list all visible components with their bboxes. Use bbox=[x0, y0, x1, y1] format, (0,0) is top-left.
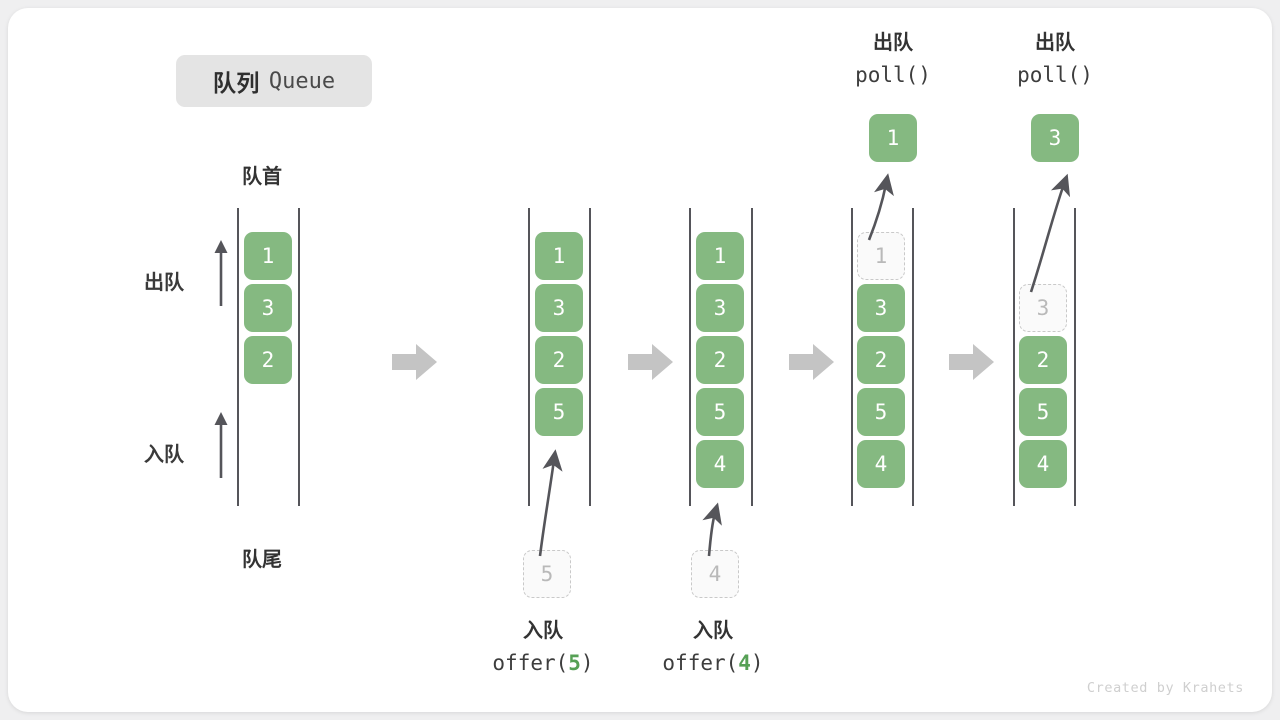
operation-code-arg: 4 bbox=[738, 651, 751, 675]
queue-cell: 5 bbox=[535, 388, 583, 436]
operation-code-close: ) bbox=[580, 651, 594, 675]
operation-code-fn: poll( bbox=[1017, 63, 1081, 87]
operation-code: offer(5) bbox=[463, 647, 623, 680]
queue-cell: 5 bbox=[696, 388, 744, 436]
title-chinese: 队列 bbox=[212, 70, 260, 96]
rail-left bbox=[237, 208, 239, 506]
queue-cell: 5 bbox=[857, 388, 905, 436]
poll-3-motion-arrow bbox=[1029, 173, 1071, 293]
operation-label-cn: 出队 bbox=[1035, 32, 1075, 54]
enqueue-direction-label: 入队 bbox=[144, 444, 184, 466]
operation-code-close: ) bbox=[1080, 63, 1093, 87]
title-badge: 队列 Queue bbox=[176, 55, 372, 107]
operation-code-arg: 5 bbox=[568, 651, 581, 675]
operation-code-fn: offer( bbox=[662, 651, 739, 675]
popped-cell: 1 bbox=[869, 114, 917, 162]
queue-cell: 3 bbox=[696, 284, 744, 332]
rail-right bbox=[751, 208, 753, 506]
queue-cell: 4 bbox=[1019, 440, 1067, 488]
queue-cell: 2 bbox=[535, 336, 583, 384]
operation-code-close: ) bbox=[750, 651, 764, 675]
stage-transition-arrow-icon bbox=[392, 344, 437, 380]
operation-code-fn: poll( bbox=[855, 63, 919, 87]
queue-cell: 2 bbox=[696, 336, 744, 384]
rail-right bbox=[298, 208, 300, 506]
dequeue-up-arrow-icon bbox=[214, 240, 228, 306]
queue-cell: 1 bbox=[535, 232, 583, 280]
operation-code: poll() bbox=[975, 59, 1135, 92]
watermark: Created by Krahets bbox=[1086, 680, 1244, 696]
operation-caption-offer-5: 入队 offer(5) bbox=[463, 616, 623, 680]
dequeue-direction-label: 出队 bbox=[144, 272, 184, 294]
queue-cell-removed: 1 bbox=[857, 232, 905, 280]
queue-cell: 3 bbox=[857, 284, 905, 332]
queue-cell: 4 bbox=[696, 440, 744, 488]
queue-cell: 2 bbox=[244, 336, 292, 384]
queue-cell: 3 bbox=[244, 284, 292, 332]
incoming-ghost-cell: 5 bbox=[523, 550, 571, 598]
stage-transition-arrow-icon bbox=[949, 344, 994, 380]
queue-head-label: 队首 bbox=[242, 166, 282, 188]
queue-cell: 1 bbox=[696, 232, 744, 280]
offer-5-motion-arrow bbox=[538, 449, 563, 557]
queue-cell: 2 bbox=[857, 336, 905, 384]
operation-caption-poll-3: 出队 poll() bbox=[975, 28, 1135, 92]
operation-code-fn: offer( bbox=[492, 651, 569, 675]
operation-code: offer(4) bbox=[633, 647, 793, 680]
rail-left bbox=[689, 208, 691, 506]
operation-label-cn: 入队 bbox=[523, 620, 563, 642]
queue-cell-removed: 3 bbox=[1019, 284, 1067, 332]
rail-right bbox=[1074, 208, 1076, 506]
incoming-ghost-cell: 4 bbox=[691, 550, 739, 598]
stage-transition-arrow-icon bbox=[789, 344, 834, 380]
operation-caption-poll-1: 出队 poll() bbox=[813, 28, 973, 92]
operation-label-cn: 入队 bbox=[693, 620, 733, 642]
rail-left bbox=[528, 208, 530, 506]
rail-left bbox=[1013, 208, 1015, 506]
title-english: Queue bbox=[268, 68, 336, 94]
stage-transition-arrow-icon bbox=[628, 344, 673, 380]
queue-cell: 1 bbox=[244, 232, 292, 280]
operation-label-cn: 出队 bbox=[873, 32, 913, 54]
queue-cell: 4 bbox=[857, 440, 905, 488]
queue-cell: 2 bbox=[1019, 336, 1067, 384]
queue-tail-label: 队尾 bbox=[242, 549, 282, 571]
rail-left bbox=[851, 208, 853, 506]
operation-code-close: ) bbox=[918, 63, 931, 87]
operation-caption-offer-4: 入队 offer(4) bbox=[633, 616, 793, 680]
rail-right bbox=[589, 208, 591, 506]
enqueue-up-arrow-icon bbox=[214, 412, 228, 478]
queue-cell: 3 bbox=[535, 284, 583, 332]
operation-code: poll() bbox=[813, 59, 973, 92]
popped-cell: 3 bbox=[1031, 114, 1079, 162]
diagram-card: 队列 Queue 队首 队尾 出队 入队 1 3 2 bbox=[8, 8, 1272, 712]
rail-right bbox=[912, 208, 914, 506]
queue-cell: 5 bbox=[1019, 388, 1067, 436]
